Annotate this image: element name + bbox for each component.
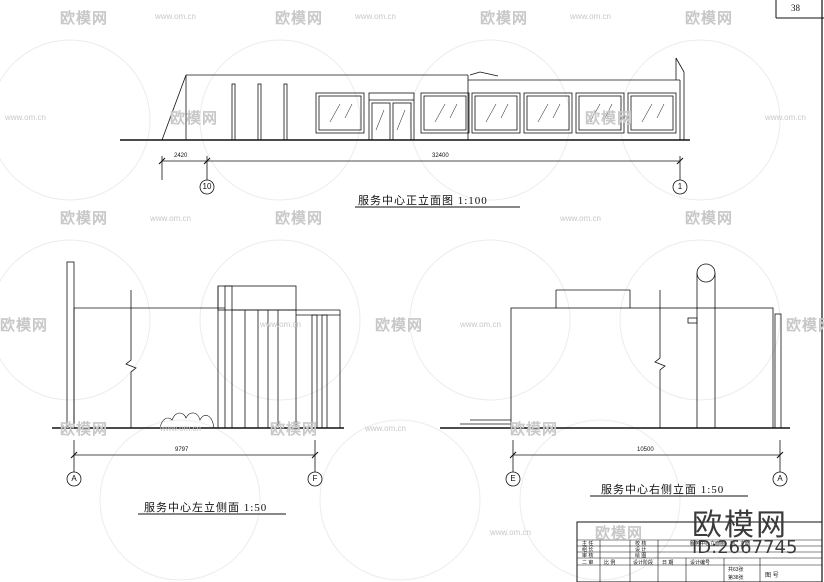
tb-drawing-name: 服务中心立面图、剖、立面 — [690, 541, 751, 547]
watermark-logo: 欧模网 — [60, 209, 109, 227]
watermark-id: ID:2667745 — [692, 537, 798, 558]
watermark-logo: 欧模网 — [275, 9, 324, 27]
watermark-logo: 欧模网 — [595, 524, 644, 542]
left-axis-f: F — [312, 474, 318, 483]
front-entrance — [368, 92, 415, 141]
watermark-logo: 欧模网 — [510, 420, 559, 438]
watermark-url: www.om.cn — [160, 424, 201, 433]
watermark-logo: 欧模网 — [685, 9, 734, 27]
watermark-logo: 欧模网 — [60, 420, 109, 438]
watermark-url: www.om.cn — [150, 214, 191, 223]
front-dim-left: 2420 — [174, 153, 188, 159]
tb-role-4: 设 计 — [635, 547, 647, 553]
sheet-frame — [775, 0, 824, 582]
tb-role-7: 二 审 — [582, 560, 594, 566]
front-axis-right: 1 — [677, 182, 683, 191]
title-underlines — [138, 206, 748, 515]
left-axis-a: A — [71, 474, 77, 483]
tb-stage: 设计阶段 — [633, 560, 654, 566]
watermark-url: www.om.cn — [155, 12, 196, 21]
watermark-url: www.om.cn — [460, 320, 501, 329]
watermark-url: www.om.cn — [260, 320, 301, 329]
front-elevation — [120, 57, 690, 195]
tb-role-5: 审 核 — [582, 553, 594, 559]
watermark-logo: 欧模网 — [0, 316, 49, 334]
right-axis-e: E — [510, 474, 516, 483]
tb-role-2: 校 核 — [635, 541, 647, 547]
tb-role-3: 组 长 — [582, 547, 594, 553]
tb-sheet-no: 第38张 — [728, 575, 744, 581]
right-dim-overall: 10500 — [637, 447, 654, 453]
watermark-url: www.om.cn — [560, 214, 601, 223]
front-dim-overall: 32400 — [432, 153, 449, 159]
right-elevation-title: 服务中心右侧立面 1:50 — [601, 484, 725, 496]
watermark-url: www.om.cn — [355, 12, 396, 21]
tb-role-1: 主 任 — [582, 541, 594, 547]
watermark-logo: 欧模网 — [585, 109, 634, 127]
page-number: 38 — [791, 3, 800, 13]
watermark-url: www.om.cn — [5, 113, 46, 122]
tb-design-no: 设计编号 — [690, 560, 711, 566]
watermark-logo: 欧模网 — [480, 9, 529, 27]
front-windows — [315, 92, 677, 134]
front-axis-left: 10 — [202, 182, 212, 191]
left-elevation — [52, 261, 344, 487]
tb-date: 日 期 — [662, 560, 674, 566]
watermark-url: www.om.cn — [570, 12, 611, 21]
watermark-logo: 欧模网 — [685, 209, 734, 227]
watermark-url: www.om.cn — [490, 528, 531, 537]
tb-sheet-total: 共63张 — [728, 567, 744, 573]
tb-role-6: 绘 图 — [635, 553, 647, 559]
watermark-logo: 欧模网 — [170, 109, 219, 127]
right-elevation — [440, 263, 790, 487]
watermark-logo: 欧模网 — [270, 420, 319, 438]
watermark-logo: 欧模网 — [375, 316, 424, 334]
watermark-url: www.om.cn — [365, 424, 406, 433]
watermark-url: www.om.cn — [765, 113, 806, 122]
watermark-big-logo: 欧模网 — [692, 508, 788, 543]
left-dim-overall: 9797 — [175, 447, 189, 453]
title-block — [576, 521, 823, 582]
left-elevation-title: 服务中心左立侧面 1:50 — [144, 502, 268, 514]
watermark-logo: 欧模网 — [60, 9, 109, 27]
watermark-logo: 欧模网 — [786, 316, 824, 334]
tb-scale: 比 例 — [604, 560, 616, 566]
right-axis-a: A — [777, 474, 783, 483]
front-elevation-title: 服务中心正立面图 1:100 — [358, 195, 488, 207]
tb-drawing-no: 图 号 — [765, 573, 779, 579]
watermark-logo: 欧模网 — [275, 209, 324, 227]
